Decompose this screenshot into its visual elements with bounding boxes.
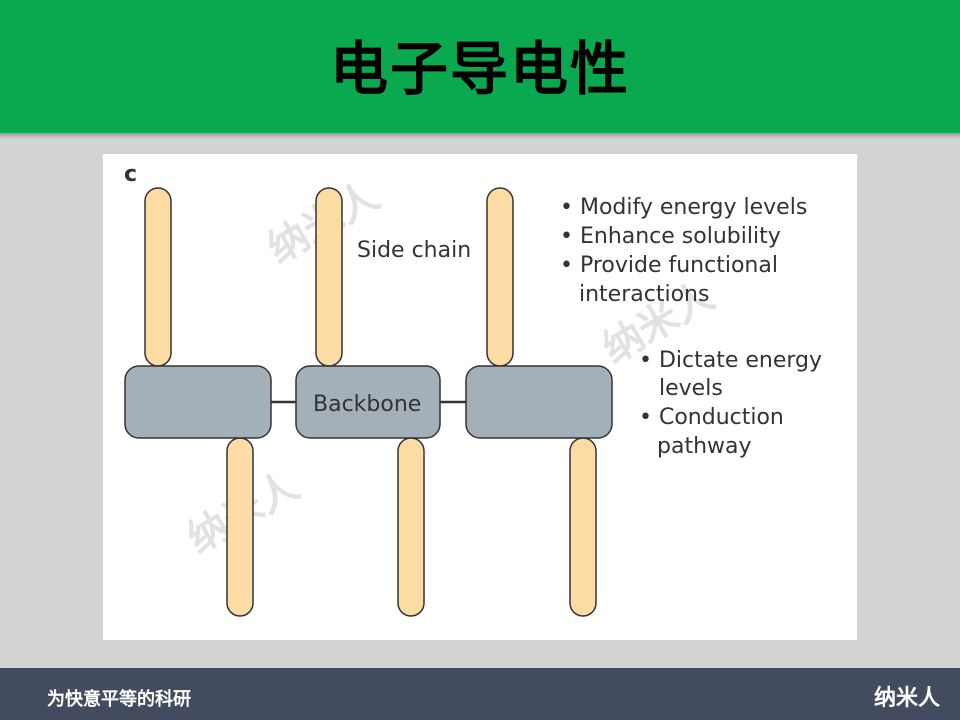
figure-panel: 纳米人 纳米人 纳米人 c Side chain Backbone • Modi… xyxy=(103,154,857,640)
side-chain-bottom-3 xyxy=(569,437,597,617)
backbone-point: levels xyxy=(659,376,723,401)
backbone-unit-1 xyxy=(124,365,272,439)
footer-slogan: 为快意平等的科研 xyxy=(47,689,191,710)
title-bar-shadow xyxy=(0,133,960,139)
backbone-point: pathway xyxy=(657,434,752,459)
side-chain-label: Side chain xyxy=(357,238,471,263)
side-chain-bottom-1 xyxy=(226,437,254,617)
backbone-point: • Conduction xyxy=(639,405,784,430)
side-chain-point: • Modify energy levels xyxy=(560,195,807,220)
side-chain-top-3 xyxy=(486,187,514,367)
backbone-label: Backbone xyxy=(313,392,421,417)
footer-bar: 为快意平等的科研 纳米人 xyxy=(0,668,960,720)
side-chain-top-2 xyxy=(315,187,343,367)
polymer-diagram: 纳米人 纳米人 纳米人 c Side chain Backbone • Modi… xyxy=(124,162,822,617)
backbone-point: • Dictate energy xyxy=(639,348,822,373)
title-bar xyxy=(0,0,960,133)
slide-title: 电子导电性 xyxy=(329,35,630,103)
side-chain-point: • Provide functional xyxy=(560,253,778,278)
side-chain-point: • Enhance solubility xyxy=(560,224,781,249)
side-chain-point: interactions xyxy=(579,282,709,307)
footer-logo: 纳米人 xyxy=(873,686,940,711)
backbone-unit-3 xyxy=(465,365,613,439)
side-chain-bottom-2 xyxy=(397,437,425,617)
panel-label: c xyxy=(124,162,137,187)
backbone-unit-2 xyxy=(295,365,441,439)
side-chain-top-1 xyxy=(144,187,172,367)
